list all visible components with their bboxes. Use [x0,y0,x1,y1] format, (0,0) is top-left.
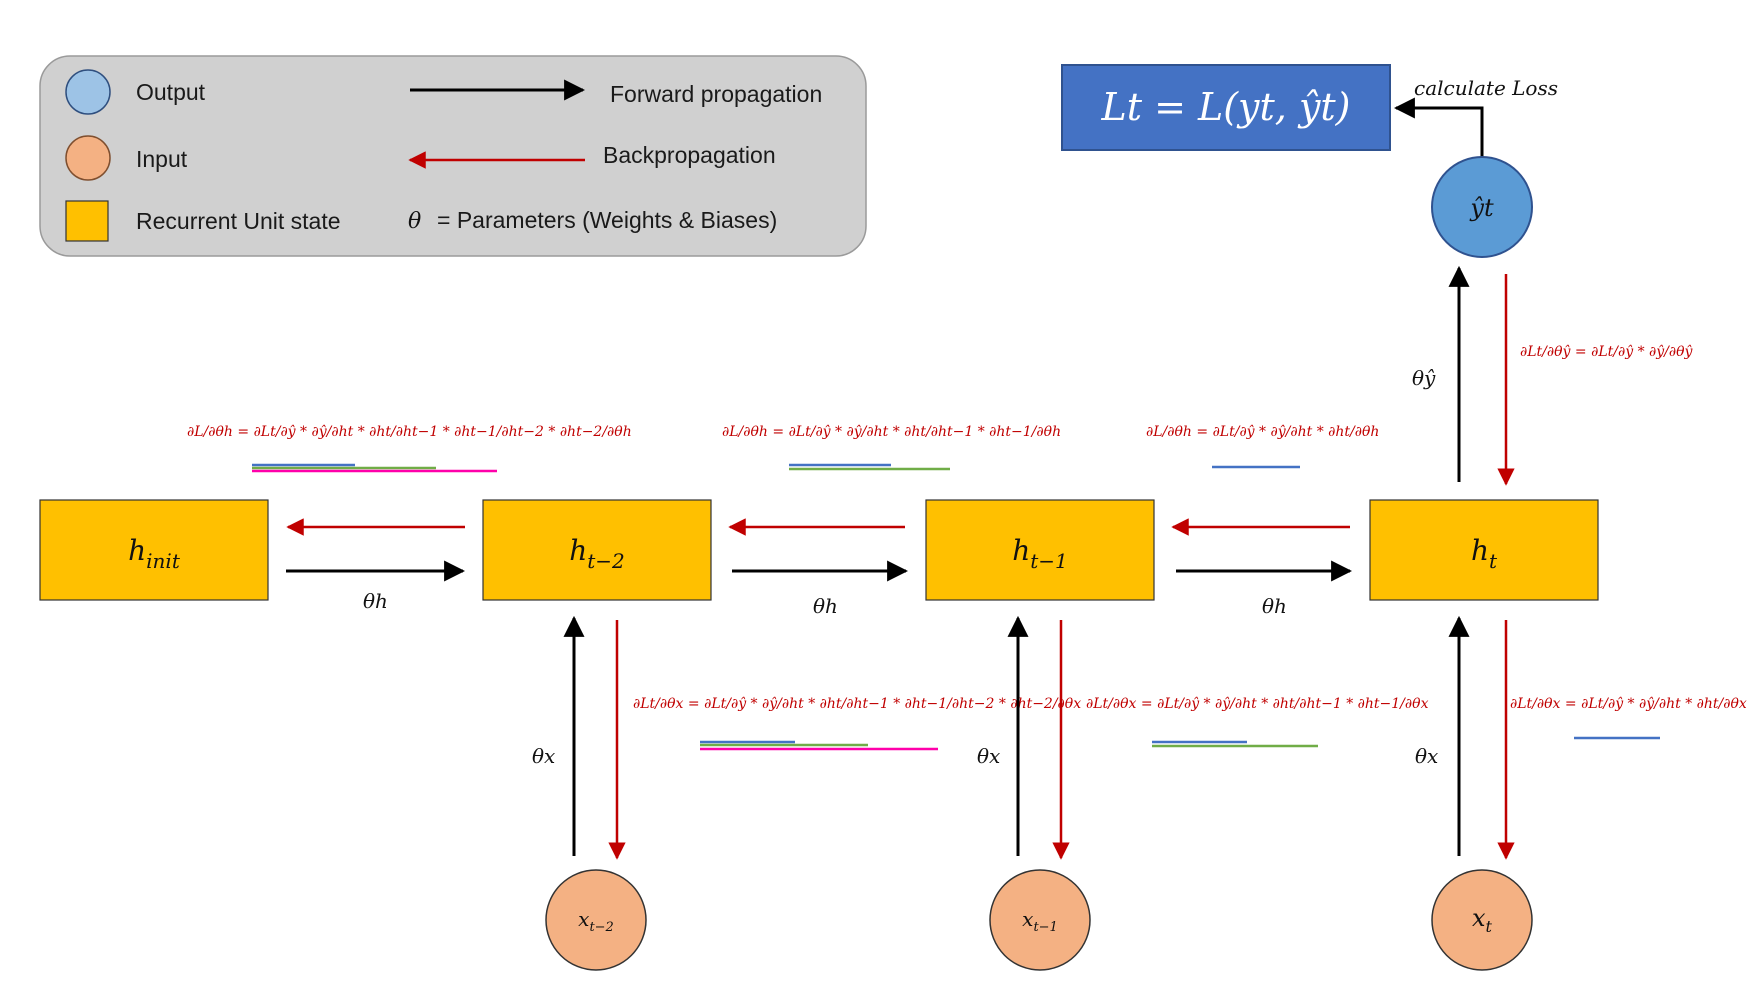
legend-state-label: Recurrent Unit state [136,208,341,234]
legend-output-swatch [65,69,111,115]
formula-x-t: ∂Lt/∂θx = ∂Lt/∂ŷ * ∂ŷ/∂ht * ∂ht/∂θx [1510,695,1747,712]
theta-x-label-2: θx [977,744,1000,768]
output-node [1431,156,1533,258]
calculate-loss-label: calculate Loss [1414,76,1558,100]
loss-box: Lt = L(yt, ŷt) [1061,64,1391,151]
legend-input-swatch [65,135,111,181]
svg-text:xt: xt [1472,904,1493,936]
theta-h-label-3: θh [1262,594,1287,618]
input-node-x-t-minus-2: xt−2 [545,869,647,971]
svg-text:hinit: hinit [128,534,181,573]
legend-forward-label: Forward propagation [610,81,822,107]
input-x-t-minus-1-base: x [1022,907,1033,931]
input-node-x-t-minus-1: xt−1 [989,869,1091,971]
unit-h-t-minus-1-sub: t−1 [1030,549,1068,573]
formula-h-t: ∂L/∂θh = ∂Lt/∂ŷ * ∂ŷ/∂ht * ∂ht/∂θh [1146,423,1379,440]
theta-h-label-1: θh [363,589,388,613]
legend-output-label: Output [136,79,206,105]
svg-text:xt−2: xt−2 [578,907,614,935]
legend-input-label: Input [136,146,188,172]
input-node-x-t: xt [1431,869,1533,971]
unit-h-init-sub: init [146,549,181,573]
theta-yhat-label: θŷ [1412,366,1436,390]
legend-backward-label: Backpropagation [603,142,776,168]
svg-text:ht−1: ht−1 [1012,534,1068,573]
input-x-t-minus-2-sub: t−2 [589,920,613,935]
theta-x-label-1: θx [532,744,555,768]
legend: Output Input Recurrent Unit state Forwar… [39,55,867,257]
svg-text:xt−1: xt−1 [1022,907,1058,935]
formula-x-t-minus-1: ∂Lt/∂θx = ∂Lt/∂ŷ * ∂ŷ/∂ht * ∂ht/∂ht−1 * … [1086,695,1429,712]
legend-params-label: = Parameters (Weights & Biases) [437,207,777,233]
formula-x-t-minus-2: ∂Lt/∂θx = ∂Lt/∂ŷ * ∂ŷ/∂ht * ∂ht/∂ht−1 * … [633,695,1081,712]
unit-h-t-minus-1-base: h [1012,534,1030,567]
unit-h-init-base: h [128,534,146,567]
theta-h-label-2: θh [813,594,838,618]
legend-state-swatch [65,200,109,242]
svg-text:ht: ht [1471,534,1498,573]
theta-x-label-3: θx [1415,744,1438,768]
unit-h-t-minus-1: ht−1 [925,499,1155,601]
loss-formula: Lt = L(yt, ŷt) [1100,85,1350,129]
formula-h-t-minus-2: ∂L/∂θh = ∂Lt/∂ŷ * ∂ŷ/∂ht * ∂ht/∂ht−1 * ∂… [187,423,632,440]
input-x-t-minus-2-base: x [578,907,589,931]
unit-h-t-sub: t [1489,549,1498,573]
output-node-label: ŷt [1469,194,1494,222]
unit-h-t-minus-2-base: h [569,534,587,567]
unit-h-init: hinit [39,499,269,601]
formula-h-t-minus-1: ∂L/∂θh = ∂Lt/∂ŷ * ∂ŷ/∂ht * ∂ht/∂ht−1 * ∂… [722,423,1061,440]
formula-yhat: ∂Lt/∂θŷ = ∂Lt/∂ŷ * ∂ŷ/∂θŷ [1520,343,1694,360]
unit-h-t: ht [1369,499,1599,601]
input-x-t-base: x [1472,904,1486,932]
loss-arrow [1393,97,1484,162]
svg-text:ht−2: ht−2 [569,534,625,573]
unit-h-t-minus-2-sub: t−2 [587,549,625,573]
unit-h-t-minus-2: ht−2 [482,499,712,601]
legend-theta-symbol: θ [408,209,421,234]
unit-h-t-base: h [1471,534,1489,567]
input-x-t-sub: t [1486,917,1493,936]
input-x-t-minus-1-sub: t−1 [1033,920,1057,935]
